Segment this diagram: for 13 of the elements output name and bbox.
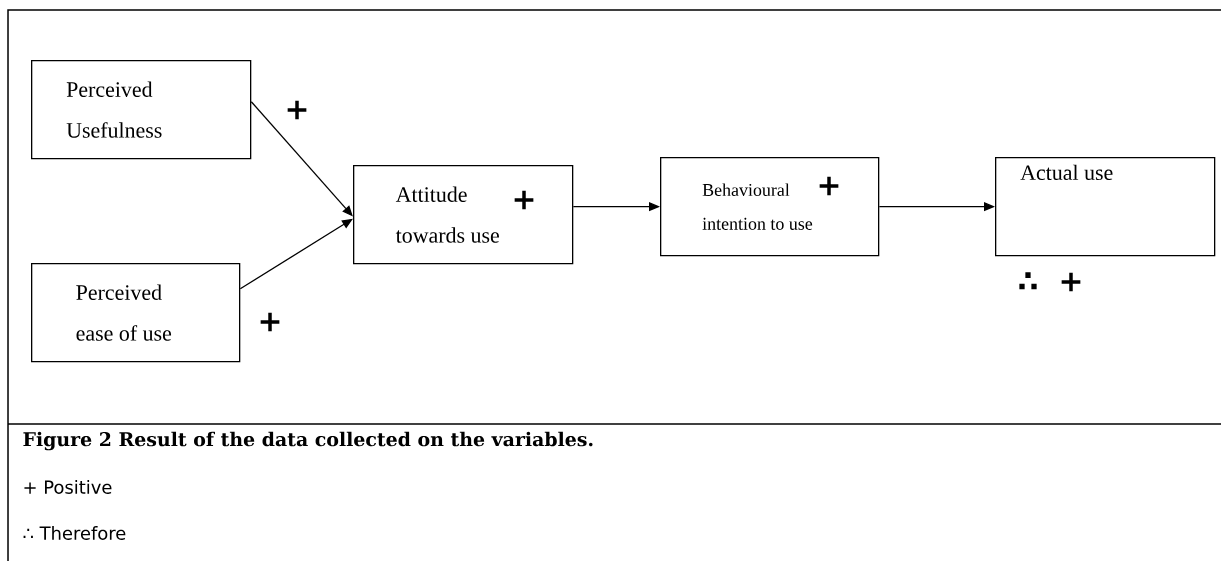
process-box: Perceived ease of use — [31, 263, 241, 363]
legend-text: ∴ Therefore — [23, 526, 126, 540]
plus-sign: + — [819, 176, 839, 196]
edge-label: + — [283, 99, 311, 121]
legend-text: + Positive — [24, 480, 112, 494]
process-box: Actual use — [995, 157, 1216, 257]
symbol-text: + — [1061, 272, 1081, 292]
process-box: Perceived Usefulness — [31, 60, 252, 160]
symbol-text: ∴ — [1019, 272, 1037, 290]
edge-label: + — [256, 311, 284, 333]
figure-caption: Figure 2 Result of the data collected on the variables. — [23, 431, 593, 451]
plus-sign: + — [514, 190, 534, 210]
arrow — [239, 218, 353, 290]
